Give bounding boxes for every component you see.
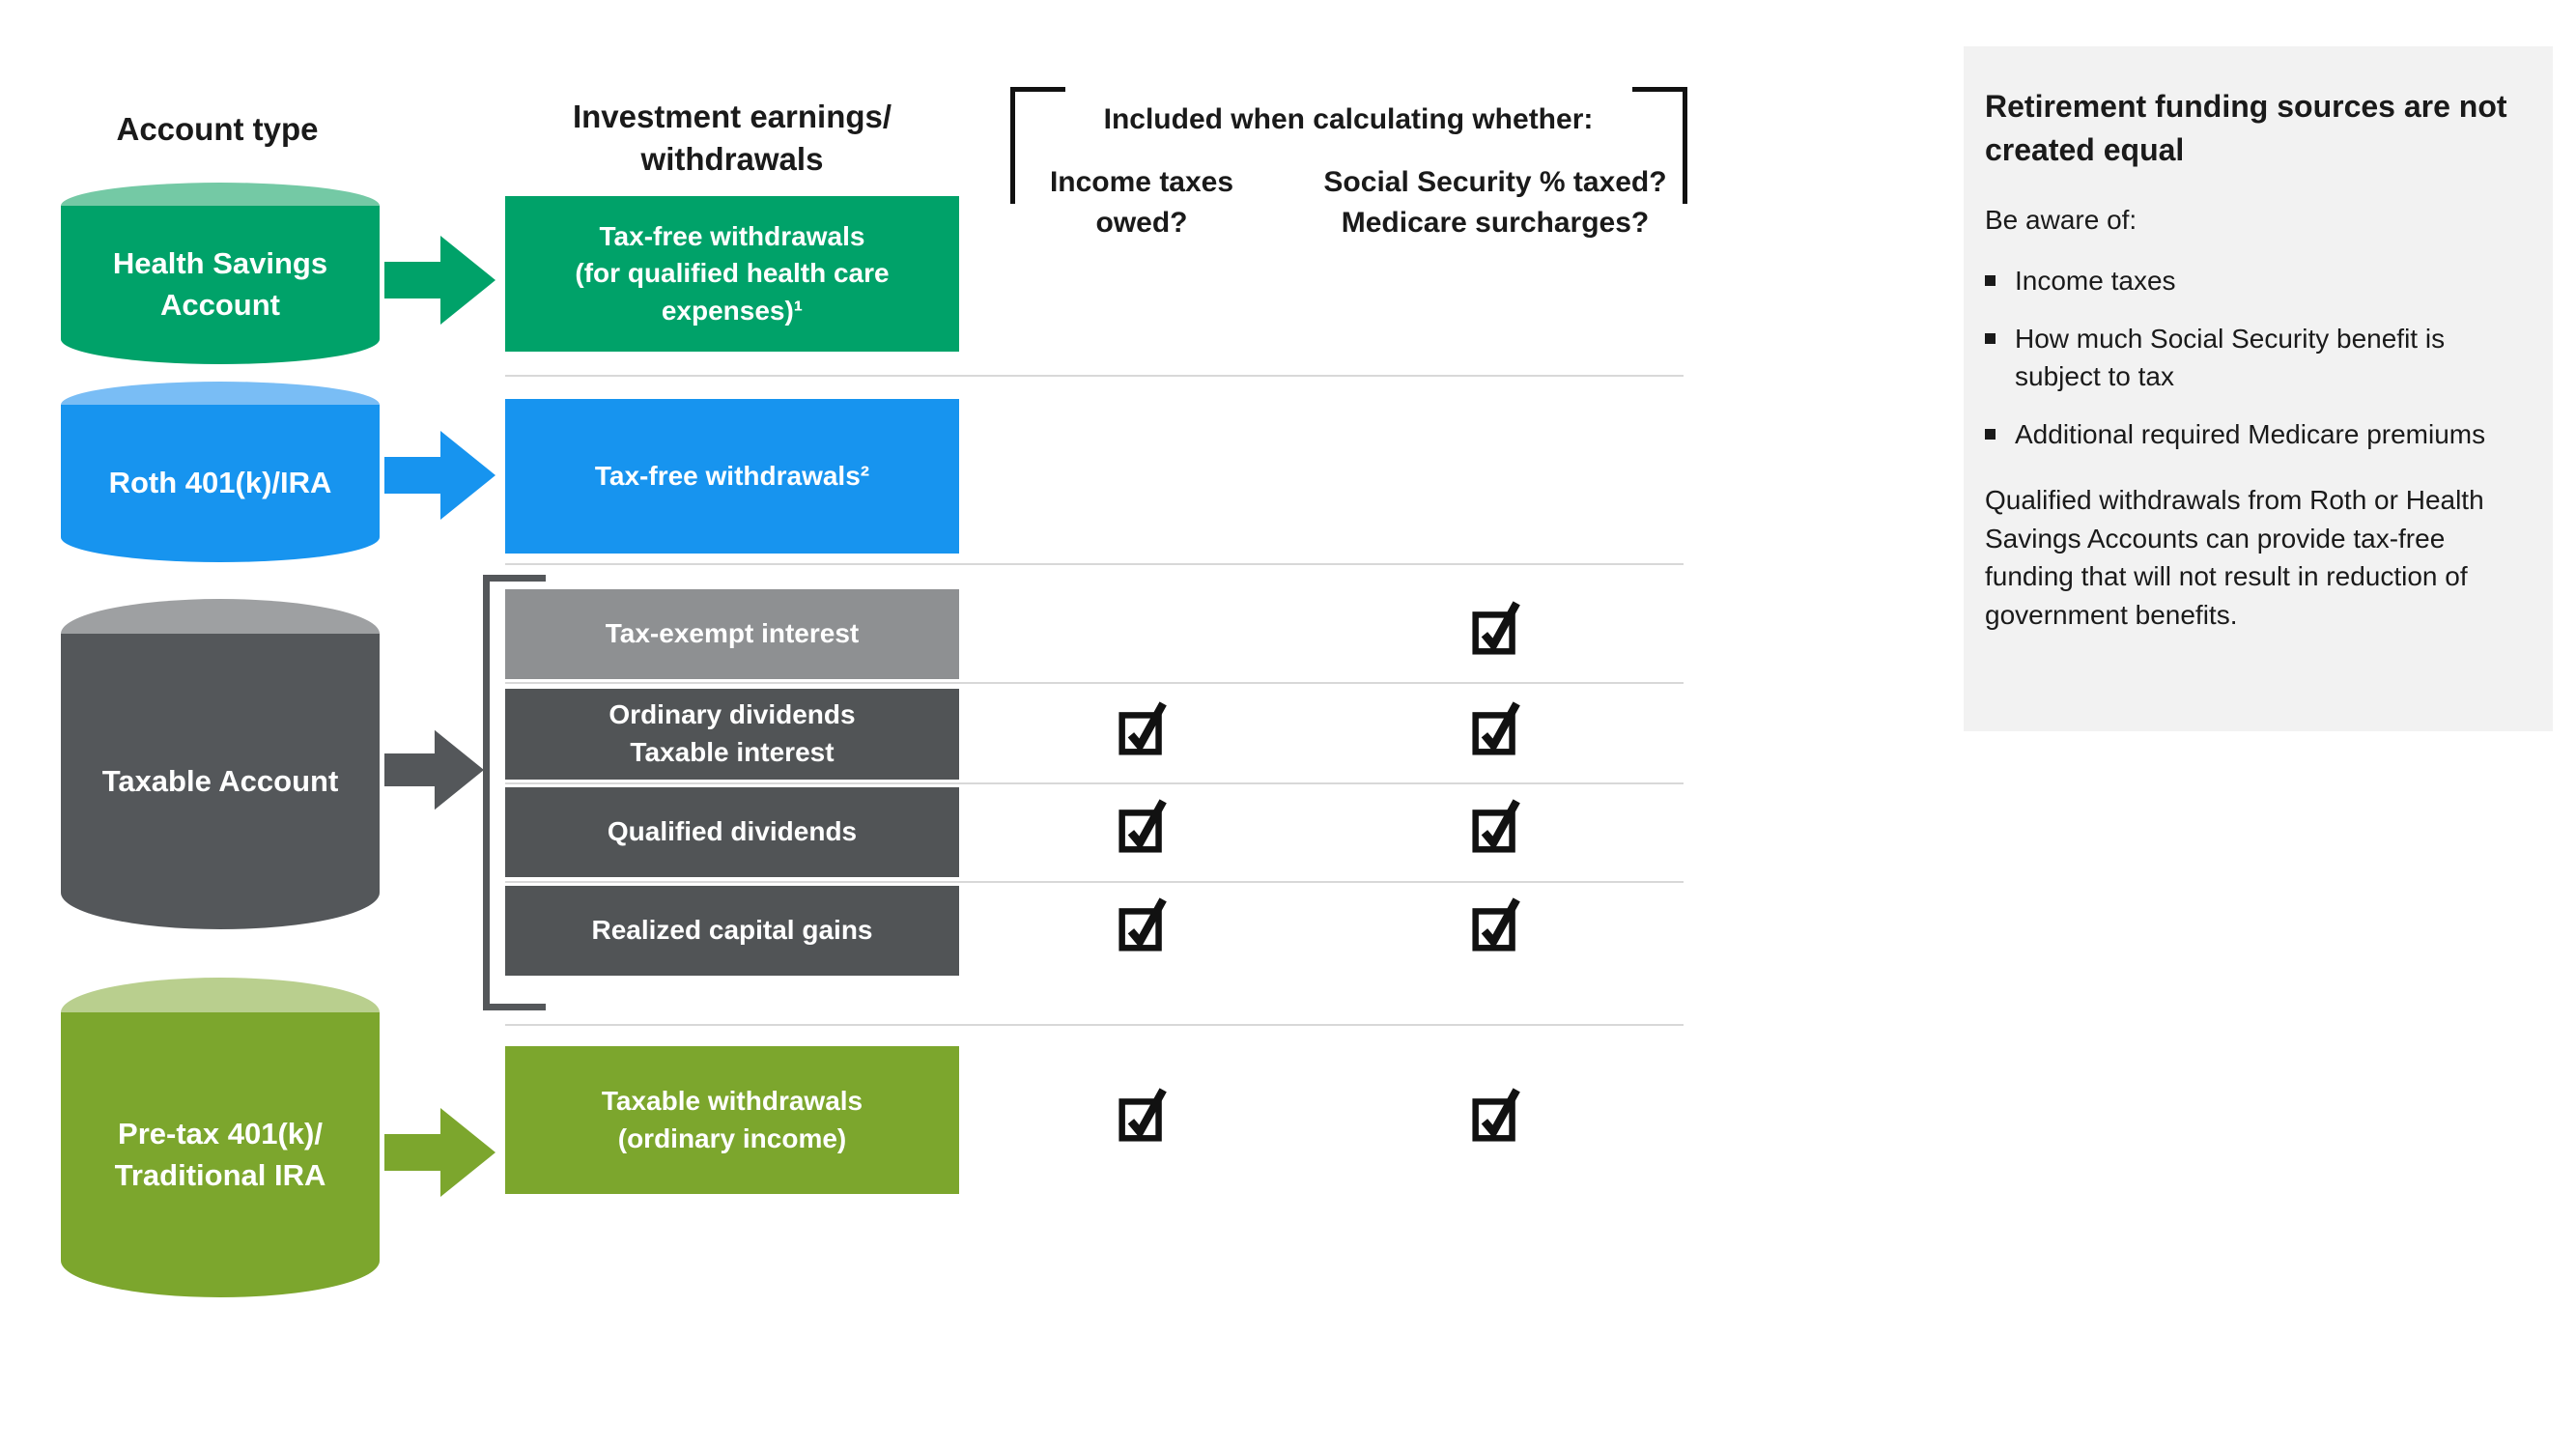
list-item-text: Income taxes	[2015, 265, 2176, 296]
list-item-text: Additional required Medicare premiums	[2015, 419, 2486, 450]
arrow-right-icon	[384, 1108, 495, 1197]
checkbox-checked-icon	[1470, 794, 1520, 853]
row-box-label: Tax-free withdrawals²	[594, 460, 870, 491]
cylinder-pretax-401k-traditional-ira: Pre-tax 401(k)/ Traditional IRA	[61, 978, 380, 1297]
checkbox-checked-icon	[1470, 1083, 1520, 1142]
checkbox-checked-icon	[1470, 696, 1520, 755]
list-item-text: How much Social Security benefit is subj…	[2015, 323, 2446, 392]
cylinder-label: Roth 401(k)/IRA	[108, 466, 332, 500]
taxable-rows-bracket	[483, 575, 546, 1010]
row-box-tax-free-withdrawals-roth: Tax-free withdrawals²	[505, 399, 959, 554]
square-bullet-icon	[1985, 274, 1996, 286]
square-bullet-icon	[1985, 332, 1996, 344]
list-item: Income taxes	[1985, 262, 2530, 300]
header-bracket-left	[1010, 87, 1065, 204]
checkbox-checked-icon	[1117, 1083, 1167, 1142]
row-box-qualified-dividends: Qualified dividends	[505, 787, 959, 877]
row-box-label: Realized capital gains	[591, 915, 873, 946]
list-item: How much Social Security benefit is subj…	[1985, 320, 2530, 397]
arrow-right-icon	[384, 431, 495, 520]
checkbox-checked-icon	[1117, 696, 1167, 755]
cylinder-label: Taxable Account	[101, 763, 339, 798]
arrow-right-icon	[384, 236, 495, 325]
row-box-taxable-withdrawals: Taxable withdrawals (ordinary income)	[505, 1046, 959, 1194]
cylinder-label: Pre-tax 401(k)/ Traditional IRA	[114, 1116, 326, 1192]
row-divider	[505, 375, 1684, 377]
row-box-label: Tax-exempt interest	[605, 618, 860, 649]
checkbox-checked-icon	[1117, 794, 1167, 853]
cylinder-label: Health Savings Account	[112, 246, 328, 322]
social-security-medicare-column-header: Social Security % taxed? Medicare surcha…	[1323, 166, 1667, 239]
row-box-tax-exempt-interest: Tax-exempt interest	[505, 589, 959, 679]
cylinder-roth-401k-ira: Roth 401(k)/IRA	[61, 382, 380, 562]
checkbox-checked-icon	[1117, 893, 1167, 952]
income-taxes-owed-column-header: Income taxes owed?	[1049, 166, 1234, 239]
row-box-label: Ordinary dividends Taxable interest	[609, 699, 856, 767]
earnings-column-header: Investment earnings/ withdrawals	[572, 99, 892, 177]
row-divider	[505, 782, 1684, 784]
side-panel: Retirement funding sources are not creat…	[1964, 46, 2553, 731]
row-divider	[505, 881, 1684, 883]
row-box-label: Tax-free withdrawals (for qualified heal…	[575, 220, 890, 326]
cylinder-health-savings-account: Health Savings Account	[61, 183, 380, 364]
square-bullet-icon	[1985, 429, 1996, 440]
side-panel-bullet-list: Income taxes How much Social Security be…	[1985, 262, 2530, 454]
cylinder-taxable-account: Taxable Account	[61, 599, 380, 929]
row-divider	[505, 682, 1684, 684]
side-panel-note: Qualified withdrawals from Roth or Healt…	[1985, 484, 2484, 631]
side-panel-intro: Be aware of:	[1985, 204, 2137, 235]
checkbox-checked-icon	[1470, 893, 1520, 952]
header-bracket-right	[1632, 87, 1687, 204]
account-type-column-header: Account type	[116, 111, 319, 147]
row-divider	[505, 563, 1684, 565]
checkbox-checked-icon	[1470, 596, 1520, 655]
row-box-label: Taxable withdrawals (ordinary income)	[601, 1085, 863, 1153]
row-box-realized-capital-gains: Realized capital gains	[505, 886, 959, 976]
list-item: Additional required Medicare premiums	[1985, 415, 2530, 454]
arrow-right-icon	[384, 729, 484, 810]
included-when-calculating-header: Included when calculating whether:	[1103, 103, 1594, 135]
row-box-tax-free-withdrawals-hsa: Tax-free withdrawals (for qualified heal…	[505, 196, 959, 352]
row-box-ordinary-dividends-taxable-interest: Ordinary dividends Taxable interest	[505, 689, 959, 780]
side-panel-title: Retirement funding sources are not creat…	[1985, 89, 2507, 167]
row-divider	[505, 1024, 1684, 1026]
row-box-label: Qualified dividends	[607, 816, 858, 847]
